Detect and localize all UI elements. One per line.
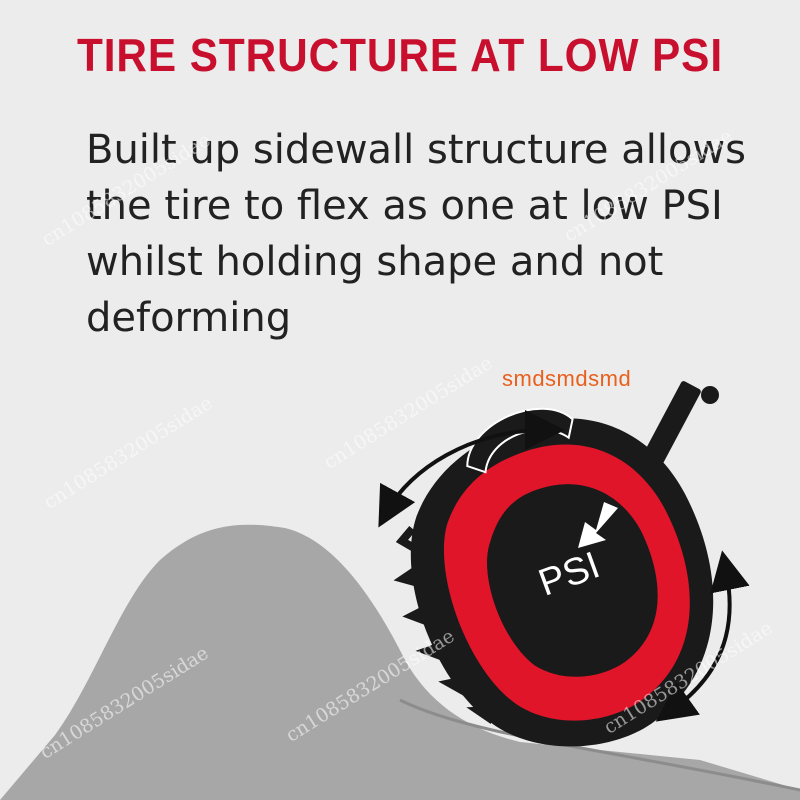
hill [0,524,800,800]
flex-arrow-right [655,550,750,722]
pressure-arrow-icon [578,502,618,548]
stamp-text: smdsmdsmd [502,366,632,391]
page-title: TIRE STRUCTURE AT LOW PSI [76,29,724,81]
tread [393,526,496,724]
sidewall-red [443,444,690,721]
axle-cap [701,386,719,404]
description-line: Built up sidewall structure allows [86,127,746,173]
description-line: whilst holding shape and not [86,239,664,285]
tire-inner [487,484,658,677]
axle [641,381,701,469]
description: Built up sidewall structure allows the t… [86,122,786,346]
flex-arrow-top [378,410,565,528]
description-line: the tire to flex as one at low PSI [86,183,723,229]
description-line: deforming [86,295,292,341]
